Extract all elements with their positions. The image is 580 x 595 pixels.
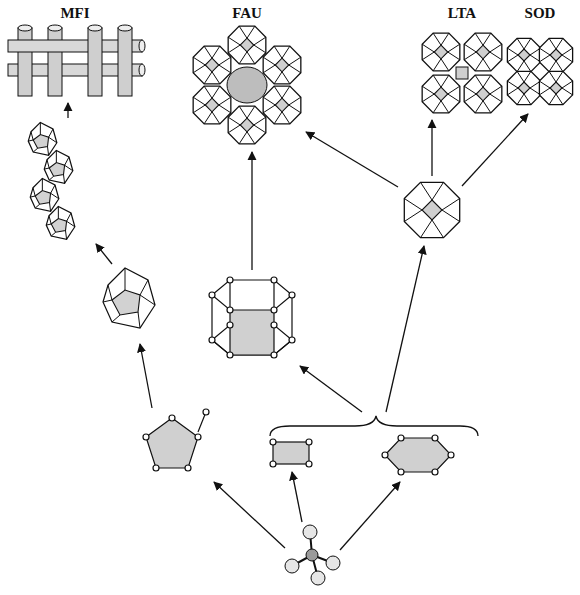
arrows — [68, 103, 528, 550]
mfi-framework — [8, 25, 145, 96]
tetrahedron — [285, 525, 340, 585]
framework-label: FAU — [232, 6, 262, 21]
lta-framework — [422, 33, 502, 113]
sodalite-cage — [404, 182, 459, 237]
double-six-ring — [209, 277, 295, 358]
six-ring — [382, 435, 454, 475]
framework-label: MFI — [60, 6, 89, 21]
fau-framework — [193, 26, 301, 144]
framework-label: LTA — [448, 6, 476, 21]
pentasil-chain — [28, 122, 75, 239]
framework-label: SOD — [525, 6, 556, 21]
five-ring — [143, 409, 209, 471]
pentasil-unit — [103, 268, 155, 328]
four-ring — [270, 439, 312, 467]
sod-framework — [507, 38, 572, 104]
bracket — [270, 416, 478, 436]
